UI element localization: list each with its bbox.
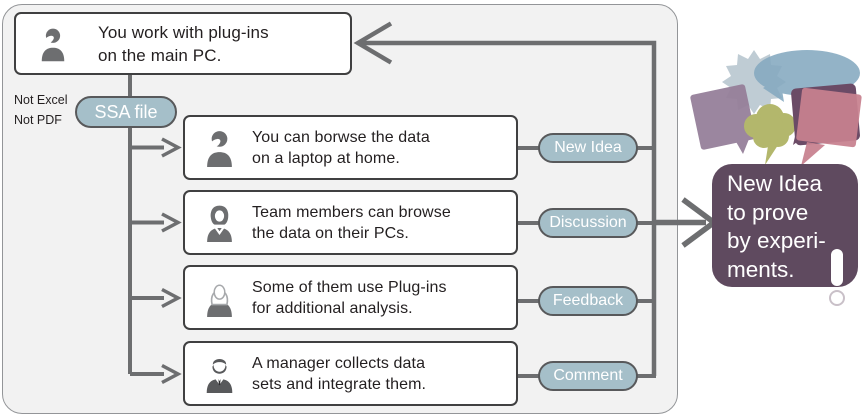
- feedback-label: Feedback: [552, 292, 624, 309]
- row2-line1: Team members can browse: [252, 203, 451, 221]
- main-box-text: You work with plug-ins on the main PC.: [98, 21, 269, 67]
- user-icon: [203, 126, 236, 170]
- woman-icon: [203, 201, 236, 245]
- new-idea-label: New Idea: [554, 139, 622, 156]
- row4-line1: A manager collects data: [252, 354, 426, 372]
- manager-icon: [203, 352, 236, 396]
- new-idea-pill: New Idea: [538, 133, 638, 163]
- woman-long-hair-icon: [203, 276, 236, 320]
- branch-lines: [130, 145, 164, 376]
- row-text: Some of them use Plug-ins for additional…: [252, 277, 447, 319]
- ssa-file-label: SSA file: [94, 101, 158, 122]
- result-line4: ments.: [727, 256, 795, 282]
- discussion-label: Discussion: [549, 214, 627, 231]
- square-bubble: [690, 84, 756, 154]
- row-box-laptop: You can borwse the data on a laptop at h…: [183, 115, 518, 180]
- row-text: Team members can browse the data on thei…: [252, 202, 451, 244]
- oval-bubble: [754, 50, 860, 102]
- feedback-line: [360, 40, 657, 376]
- row3-line2: for additional analysis.: [252, 299, 413, 317]
- main-box-line2: on the main PC.: [98, 45, 222, 65]
- row4-line2: sets and integrate them.: [252, 375, 427, 393]
- note-not-excel: Not Excel: [14, 93, 68, 107]
- comment-pill: Comment: [538, 361, 638, 391]
- row3-line1: Some of them use Plug-ins: [252, 278, 447, 296]
- row-text: You can borwse the data on a laptop at h…: [252, 127, 430, 169]
- result-text: New Idea to prove by experi- ments.: [727, 170, 826, 284]
- speech-bubbles-cluster: [690, 50, 862, 166]
- branch-arrowheads: [161, 137, 182, 385]
- feedback-arrowhead: [353, 21, 393, 65]
- result-line2: to prove: [727, 199, 809, 225]
- discussion-pill: Discussion: [538, 208, 638, 238]
- ssa-file-pill: SSA file: [75, 96, 177, 128]
- user-icon: [38, 23, 68, 65]
- row1-line1: You can borwse the data: [252, 128, 430, 146]
- result-box: New Idea to prove by experi- ments.: [712, 164, 858, 306]
- main-box-line1: You work with plug-ins: [98, 22, 269, 42]
- result-line1: New Idea: [727, 171, 823, 196]
- pill-connectors: [518, 146, 656, 378]
- row1-line2: on a laptop at home.: [252, 149, 400, 167]
- cloud-bubble: [744, 104, 796, 165]
- row2-line2: the data on their PCs.: [252, 224, 409, 242]
- result-line3: by experi-: [727, 228, 826, 253]
- row-box-team: Team members can browse the data on thei…: [183, 190, 518, 255]
- row-box-manager: A manager collects data sets and integra…: [183, 341, 518, 406]
- comment-label: Comment: [553, 367, 623, 384]
- main-pc-box: You work with plug-ins on the main PC.: [14, 12, 352, 75]
- row-text: A manager collects data sets and integra…: [252, 353, 426, 395]
- feedback-pill: Feedback: [538, 286, 638, 316]
- pink-bubble: [796, 87, 862, 166]
- exclamation-dot-icon: [829, 290, 845, 306]
- file-format-note: Not Excel Not PDF: [14, 90, 68, 130]
- row-box-plugins: Some of them use Plug-ins for additional…: [183, 265, 518, 330]
- exclamation-mark-icon: [831, 249, 843, 286]
- note-not-pdf: Not PDF: [14, 113, 62, 127]
